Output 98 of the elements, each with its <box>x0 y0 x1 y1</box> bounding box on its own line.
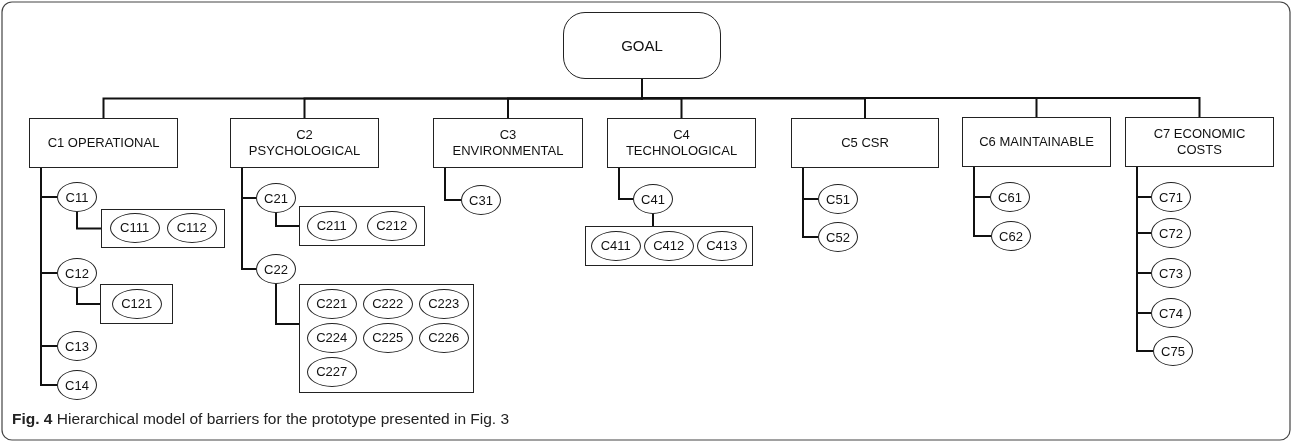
subcriterion-ellipse <box>1151 218 1191 248</box>
connector-line <box>973 166 992 237</box>
criterion-box <box>791 118 939 168</box>
goal-box <box>563 12 721 79</box>
subcriterion-ellipse <box>57 182 97 212</box>
subcriterion-label: C412 <box>653 238 685 254</box>
group-box <box>101 209 225 248</box>
subcriterion-label: C221 <box>316 296 348 312</box>
subcriterion-ellipse <box>306 288 357 319</box>
criterion-box <box>607 118 756 168</box>
subcriterion-label: C111 <box>120 220 150 236</box>
criterion-box <box>29 118 178 168</box>
criterion-box <box>962 117 1111 167</box>
subcriterion-label: C223 <box>428 296 460 312</box>
group-box <box>299 206 425 246</box>
figure-caption: Fig. 4 Hierarchical model of barriers for the prototype presented in Fig. 3 <box>12 410 510 428</box>
subcriterion-ellipse <box>990 182 1030 212</box>
subcriterion-ellipse <box>256 254 296 284</box>
criterion-label: C6 MAINTAINABLE <box>979 134 1094 150</box>
subcriterion-ellipse <box>633 184 673 214</box>
criterion-box <box>230 118 379 168</box>
subcriterion-label: C74 <box>1159 305 1183 321</box>
subcriterion-ellipse <box>696 230 747 261</box>
subcriterion-label: C224 <box>316 330 348 346</box>
subcriterion-label: C61 <box>998 189 1022 205</box>
criterion-label: C4 TECHNOLOGICAL <box>624 127 739 159</box>
subcriterion-ellipse <box>818 222 858 252</box>
criterion-label: C2 PSYCHOLOGICAL <box>247 127 362 159</box>
subcriterion-label: C12 <box>65 265 89 281</box>
connector-line <box>275 283 300 325</box>
criterion-box <box>1125 117 1274 167</box>
subcriterion-label: C227 <box>316 364 348 380</box>
group-box <box>100 284 173 324</box>
subcriterion-ellipse <box>1153 336 1193 366</box>
subcriterion-label: C52 <box>826 229 850 245</box>
connector-line <box>275 212 300 227</box>
subcriterion-label: C226 <box>428 330 460 346</box>
subcriterion-label: C222 <box>372 296 404 312</box>
subcriterion-ellipse <box>306 322 357 353</box>
subcriterion-ellipse <box>1151 182 1191 212</box>
connector-line <box>40 167 58 386</box>
subcriterion-label: C31 <box>469 192 493 208</box>
connector-line <box>76 211 102 230</box>
subcriterion-label: C211 <box>316 218 347 234</box>
subcriterion-label: C225 <box>372 330 404 346</box>
subcriterion-ellipse <box>362 288 413 319</box>
subcriterion-label: C112 <box>176 220 207 236</box>
subcriterion-ellipse <box>1151 258 1191 288</box>
criterion-box <box>433 118 583 168</box>
subcriterion-ellipse <box>306 210 357 241</box>
subcriterion-label: C71 <box>1159 189 1183 205</box>
subcriterion-ellipse <box>306 356 357 387</box>
subcriterion-ellipse <box>418 288 469 319</box>
group-box <box>585 226 753 266</box>
subcriterion-ellipse <box>166 212 217 243</box>
subcriterion-ellipse <box>1151 298 1191 328</box>
subcriterion-ellipse <box>461 185 501 215</box>
subcriterion-label: C41 <box>641 191 665 207</box>
subcriterion-ellipse <box>818 184 858 214</box>
subcriterion-ellipse <box>418 322 469 353</box>
subcriterion-ellipse <box>256 183 296 213</box>
subcriterion-label: C72 <box>1159 225 1183 241</box>
subcriterion-ellipse <box>111 288 162 319</box>
connector-line <box>1136 166 1154 352</box>
subcriterion-ellipse <box>991 221 1031 251</box>
subcriterion-ellipse <box>362 322 413 353</box>
criterion-label: C1 OPERATIONAL <box>47 135 160 151</box>
goal-label: GOAL <box>621 37 663 54</box>
subcriterion-label: C62 <box>999 228 1023 244</box>
subcriterion-ellipse <box>590 230 641 261</box>
subcriterion-label: C51 <box>826 191 850 207</box>
subcriterion-label: C413 <box>706 238 738 254</box>
criterion-label: C3 ENVIRONMENTAL <box>451 127 565 159</box>
subcriterion-label: C121 <box>121 296 153 312</box>
criterion-label: C7 ECONOMIC COSTS <box>1152 126 1247 158</box>
subcriterion-ellipse <box>109 212 160 243</box>
subcriterion-ellipse <box>57 331 97 361</box>
subcriterion-label: C73 <box>1159 265 1183 281</box>
subcriterion-ellipse <box>57 370 97 400</box>
subcriterion-label: C21 <box>264 190 288 206</box>
subcriterion-label: C22 <box>264 261 288 277</box>
subcriterion-label: C11 <box>65 189 89 205</box>
connector-line <box>618 167 634 200</box>
connector-line <box>802 167 819 238</box>
subcriterion-label: C14 <box>65 377 89 393</box>
connector-line <box>444 167 462 201</box>
subcriterion-label: C13 <box>65 338 89 354</box>
connector-line <box>76 287 101 305</box>
subcriterion-ellipse <box>366 210 417 241</box>
subcriterion-ellipse <box>57 258 97 288</box>
subcriterion-label: C411 <box>600 238 631 254</box>
subcriterion-ellipse <box>643 230 694 261</box>
connector-line <box>241 167 257 270</box>
subcriterion-label: C75 <box>1161 343 1185 359</box>
connector-line <box>652 213 654 227</box>
criterion-label: C5 CSR <box>841 135 889 151</box>
group-box <box>299 284 474 393</box>
subcriterion-label: C212 <box>376 218 408 234</box>
